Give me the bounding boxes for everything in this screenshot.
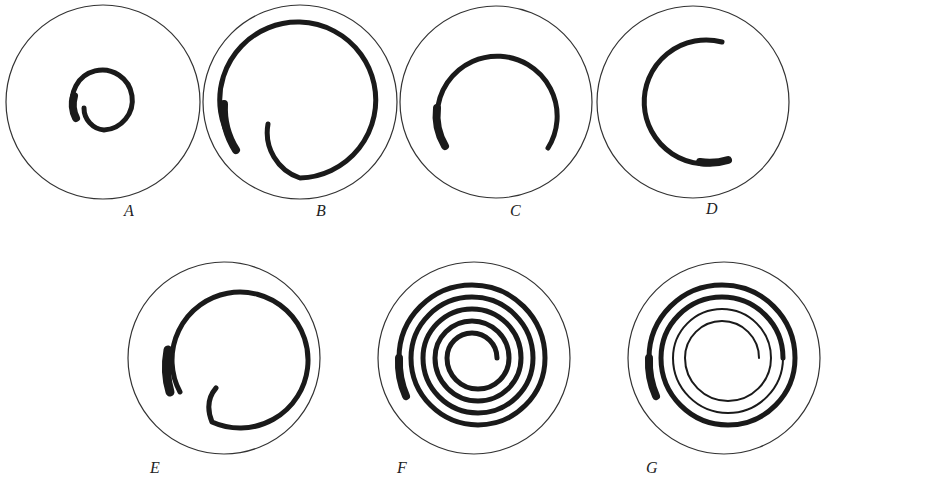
petri-disc <box>128 262 320 454</box>
spiral-curve <box>220 22 376 178</box>
arc-curve <box>437 56 557 148</box>
figure-letter: B <box>316 203 326 219</box>
petri-disc <box>400 6 592 198</box>
spiral-inner <box>673 309 783 413</box>
figure-letter: F <box>397 460 407 476</box>
spiral-curve <box>172 292 308 428</box>
spiral-tail <box>399 358 406 396</box>
figure-letter: A <box>124 203 134 219</box>
figure-letter: D <box>706 201 718 217</box>
spiral-curve <box>399 285 545 425</box>
spiral-curve <box>72 70 132 130</box>
spiral-tail <box>166 350 170 392</box>
spiral-tail <box>224 104 236 150</box>
figure-letter: G <box>646 460 658 476</box>
petri-disc <box>378 262 570 454</box>
spiral-curve <box>649 285 795 425</box>
arc-curve <box>644 40 728 164</box>
figure-letter: E <box>150 460 160 476</box>
petri-disc <box>203 5 397 199</box>
spiral-tail <box>73 96 76 118</box>
spiral-tail <box>649 358 656 396</box>
arc-tail <box>700 160 728 163</box>
arc-tail <box>437 108 445 146</box>
petri-disc <box>6 5 200 199</box>
figure-letter: C <box>510 203 521 219</box>
petri-disc <box>628 262 820 454</box>
petri-disc <box>597 6 789 198</box>
